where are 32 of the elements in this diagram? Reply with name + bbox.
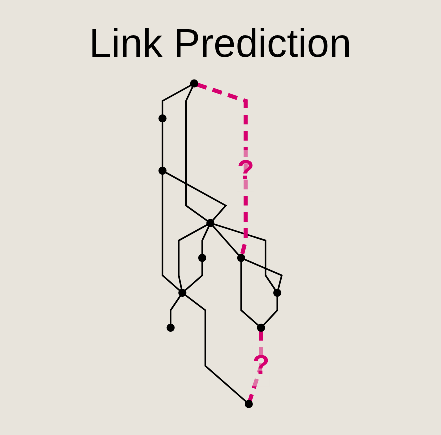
edge-label: ? — [252, 350, 270, 381]
connector — [184, 260, 204, 292]
connector — [178, 224, 208, 290]
connector — [196, 82, 248, 256]
node-circle — [198, 254, 206, 262]
connector — [244, 258, 283, 290]
connector — [164, 171, 228, 221]
edge-label: ? — [237, 154, 254, 186]
connector — [162, 174, 180, 292]
node-circle — [158, 114, 167, 122]
node-circle — [257, 323, 266, 332]
connector — [262, 296, 278, 326]
connector — [162, 84, 192, 115]
connector — [162, 121, 164, 168]
connector — [240, 260, 260, 326]
node-circle — [237, 254, 246, 262]
node-circle — [178, 288, 186, 297]
node-circle — [166, 323, 175, 332]
network-graph-drawing: ? ? — [152, 74, 288, 414]
node-circle — [244, 400, 253, 408]
connector — [201, 225, 210, 254]
diagram-title: Link Prediction — [88, 22, 353, 67]
connector — [248, 330, 264, 402]
connector — [213, 223, 276, 290]
node-circle — [273, 288, 282, 297]
connector — [185, 86, 208, 222]
connector — [170, 294, 182, 324]
node-circle — [190, 79, 198, 88]
node-circle — [158, 166, 167, 175]
node-circle — [206, 218, 214, 227]
connector — [212, 224, 240, 256]
connector — [184, 294, 247, 402]
